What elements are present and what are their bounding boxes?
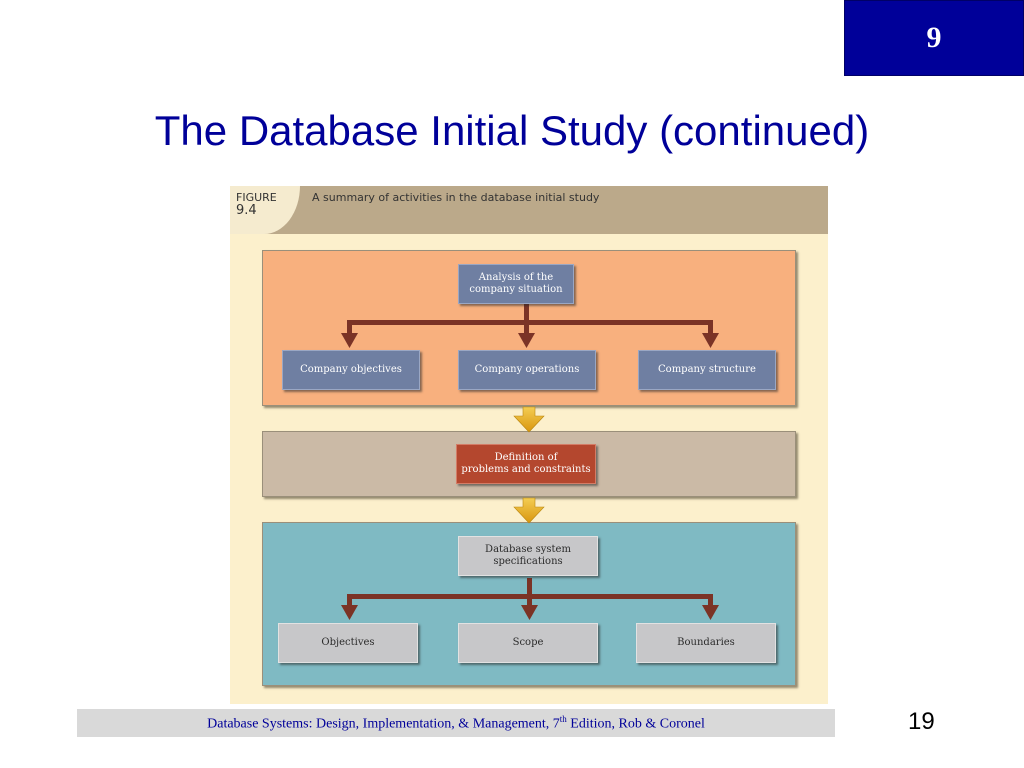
- connector-stem: [527, 578, 532, 598]
- node-boundaries: Boundaries: [636, 623, 776, 663]
- connector-drop-right: [708, 320, 713, 334]
- figure-header: FIGURE 9.4 A summary of activities in th…: [230, 186, 828, 234]
- node-label-line: problems and constraints: [461, 464, 591, 475]
- connector-stem: [524, 291, 529, 321]
- arrowhead-boundaries: [702, 605, 719, 620]
- connector-drop-mid: [527, 594, 532, 606]
- connector-drop-right: [708, 594, 713, 606]
- figure-9-4: FIGURE 9.4 A summary of activities in th…: [230, 186, 828, 704]
- node-company-operations: Company operations: [458, 350, 596, 390]
- chapter-number: 9: [926, 21, 942, 54]
- node-label: Company structure: [658, 364, 756, 375]
- node-label-line: Definition of: [494, 452, 558, 463]
- connector-crossbar: [347, 320, 713, 325]
- node-objectives: Objectives: [278, 623, 418, 663]
- connector-layer: [341, 291, 719, 620]
- figure-label-number: 9.4: [236, 203, 257, 218]
- footer-text-main: Database Systems: Design, Implementation…: [207, 716, 560, 732]
- connector-drop-left: [347, 594, 352, 606]
- footer-superscript: th: [559, 713, 567, 724]
- node-label-line: company situation: [469, 284, 563, 295]
- node-label: Scope: [512, 637, 544, 648]
- footer-citation: Database Systems: Design, Implementation…: [207, 714, 705, 733]
- connector-tree-company: [341, 291, 719, 348]
- connector-drop-mid: [524, 320, 529, 334]
- slide-title: The Database Initial Study (continued): [154, 107, 870, 154]
- figure-caption: A summary of activities in the database …: [312, 191, 600, 204]
- footer-bar: Database Systems: Design, Implementation…: [77, 709, 835, 737]
- node-label: Company objectives: [300, 364, 402, 375]
- node-label: Boundaries: [677, 637, 735, 648]
- node-label: Company operations: [474, 364, 580, 375]
- node-company-structure: Company structure: [638, 350, 776, 390]
- node-label-line: specifications: [493, 556, 563, 567]
- node-scope: Scope: [458, 623, 598, 663]
- page-number: 19: [908, 708, 935, 735]
- arrowhead-operations: [518, 333, 535, 348]
- flow-arrow-2: [513, 497, 545, 524]
- flow-arrow-1: [513, 406, 545, 433]
- node-label: Objectives: [321, 637, 375, 648]
- arrowhead-objectives: [341, 605, 358, 620]
- arrowhead-scope: [521, 605, 538, 620]
- connector-tree-specifications: [341, 578, 719, 620]
- arrowhead-objectives: [341, 333, 358, 348]
- node-label-line: Database system: [485, 544, 571, 555]
- chapter-badge: 9: [844, 0, 1024, 76]
- node-company-objectives: Company objectives: [282, 350, 420, 390]
- footer-text-end: Edition, Rob & Coronel: [566, 716, 705, 732]
- figure-label: FIGURE 9.4: [236, 191, 277, 217]
- arrowhead-structure: [702, 333, 719, 348]
- node-label-line: Analysis of the: [478, 272, 554, 283]
- figure-label-word: FIGURE: [236, 191, 277, 204]
- connector-drop-left: [347, 320, 352, 334]
